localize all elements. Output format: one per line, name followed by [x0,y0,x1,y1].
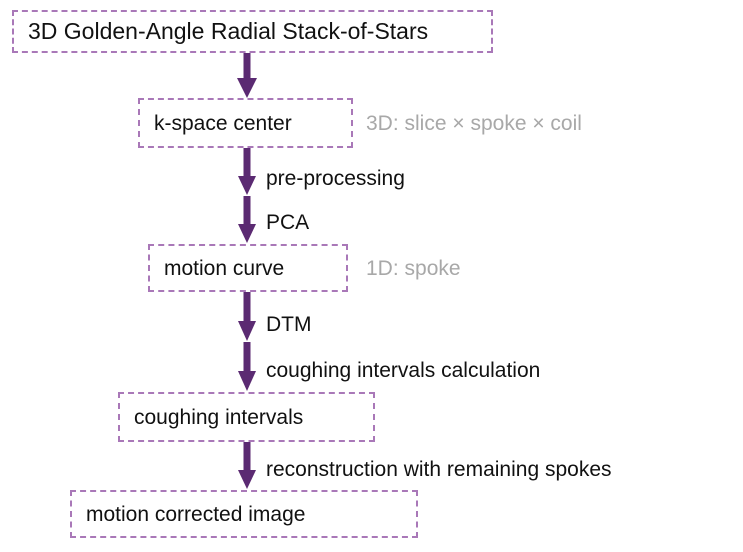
node-motion-corrected-image-label: motion corrected image [86,502,306,526]
annotation-1d-dimensions: 1D: spoke [366,258,461,279]
edge-label-pca-text: PCA [266,211,310,234]
edge-label-pre-processing: pre-processing [266,168,405,189]
arrow-coughing-intervals-calculation [235,342,259,392]
arrow-pca [235,196,259,244]
arrow-pre-processing [235,148,259,196]
edge-label-reconstruction: reconstruction with remaining spokes [266,459,612,480]
node-stack-of-stars-label: 3D Golden-Angle Radial Stack-of-Stars [28,18,429,44]
annotation-3d-dimensions: 3D: slice × spoke × coil [366,113,582,134]
annotation-3d-dimensions-label: 3D: slice × spoke × coil [366,112,582,135]
edge-label-reconstruction-text: reconstruction with remaining spokes [266,458,612,481]
node-k-space-center-label: k-space center [154,111,292,135]
arrow-reconstruction [235,442,259,490]
node-motion-corrected-image[interactable]: motion corrected image [70,490,418,538]
arrow-stack-of-stars-to-k-space-center [235,53,259,99]
node-k-space-center[interactable]: k-space center [138,98,353,148]
edge-label-coughing-intervals-calculation: coughing intervals calculation [266,360,540,381]
node-stack-of-stars[interactable]: 3D Golden-Angle Radial Stack-of-Stars [12,10,493,53]
edge-label-dtm: DTM [266,314,312,335]
edge-label-coughing-intervals-calculation-text: coughing intervals calculation [266,359,541,382]
node-motion-curve[interactable]: motion curve [148,244,348,292]
edge-label-dtm-text: DTM [266,313,312,336]
edge-label-pca: PCA [266,212,309,233]
edge-label-pre-processing-text: pre-processing [266,167,405,190]
node-coughing-intervals[interactable]: coughing intervals [118,392,375,442]
node-motion-curve-label: motion curve [164,256,285,280]
annotation-1d-dimensions-label: 1D: spoke [366,257,461,280]
arrow-dtm [235,292,259,342]
node-coughing-intervals-label: coughing intervals [134,405,304,429]
